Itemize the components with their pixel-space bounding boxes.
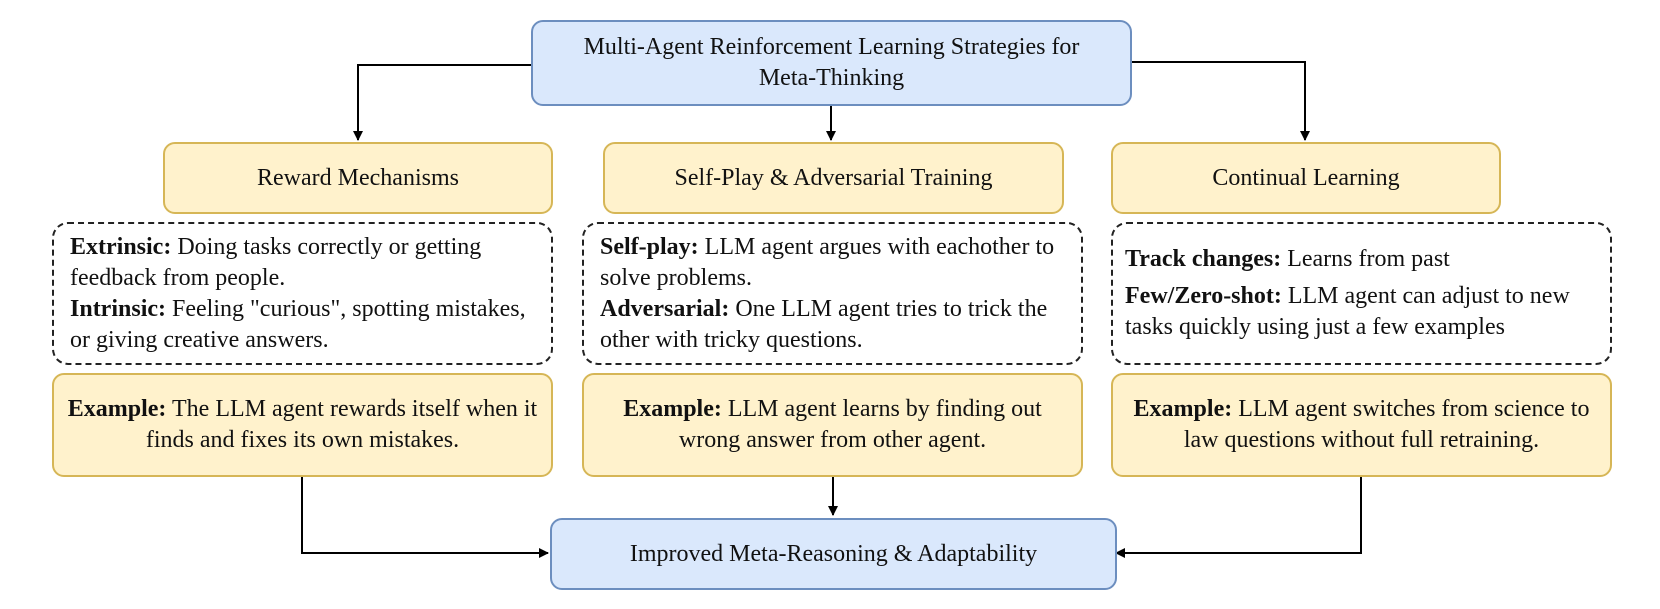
example-continual-text: Example: LLM agent switches from science… xyxy=(1133,396,1590,453)
outcome-box: Improved Meta-Reasoning & Adaptability xyxy=(550,518,1117,590)
detail-self-play: Self-play: LLM agent argues with eachoth… xyxy=(600,233,1055,291)
detail-few-zero-shot: Few/Zero-shot: LLM agent can adjust to n… xyxy=(1125,283,1570,340)
self-play-header: Self-Play & Adversarial Training xyxy=(603,142,1064,214)
detail-extrinsic: Extrinsic: Doing tasks correctly or gett… xyxy=(70,233,482,291)
continual-learning-example: Example: LLM agent switches from science… xyxy=(1111,373,1612,477)
continual-learning-title: Continual Learning xyxy=(1212,164,1400,191)
arrow-title-to-continual xyxy=(1131,61,1310,141)
reward-mechanisms-header: Reward Mechanisms xyxy=(163,142,553,214)
self-play-title: Self-Play & Adversarial Training xyxy=(674,164,993,191)
self-play-details: Self-play: LLM agent argues with eachoth… xyxy=(582,222,1083,365)
detail-intrinsic: Intrinsic: Feeling "curious", spotting m… xyxy=(70,295,526,353)
arrow-title-to-reward xyxy=(353,64,532,141)
reward-mechanisms-title: Reward Mechanisms xyxy=(257,164,459,191)
continual-learning-details: Track changes: Learns from past Few/Zero… xyxy=(1111,222,1612,365)
reward-mechanisms-example: Example: The LLM agent rewards itself wh… xyxy=(52,373,553,477)
title-box: Multi-Agent Reinforcement Learning Strat… xyxy=(531,20,1132,106)
outcome-text: Improved Meta-Reasoning & Adaptability xyxy=(629,540,1038,567)
continual-learning-header: Continual Learning xyxy=(1111,142,1501,214)
arrow-reward-to-outcome xyxy=(301,477,549,558)
example-self-play-text: Example: LLM agent learns by finding out… xyxy=(623,396,1042,453)
example-reward-text: Example: The LLM agent rewards itself wh… xyxy=(67,396,538,453)
self-play-example: Example: LLM agent learns by finding out… xyxy=(582,373,1083,477)
detail-adversarial: Adversarial: One LLM agent tries to tric… xyxy=(600,295,1048,353)
reward-mechanisms-details: Extrinsic: Doing tasks correctly or gett… xyxy=(52,222,553,365)
title-line-2: Meta-Thinking xyxy=(758,65,905,91)
detail-track-changes: Track changes: Learns from past xyxy=(1125,246,1450,272)
arrow-continual-to-outcome xyxy=(1115,477,1362,558)
title-line-1: Multi-Agent Reinforcement Learning Strat… xyxy=(583,34,1080,60)
